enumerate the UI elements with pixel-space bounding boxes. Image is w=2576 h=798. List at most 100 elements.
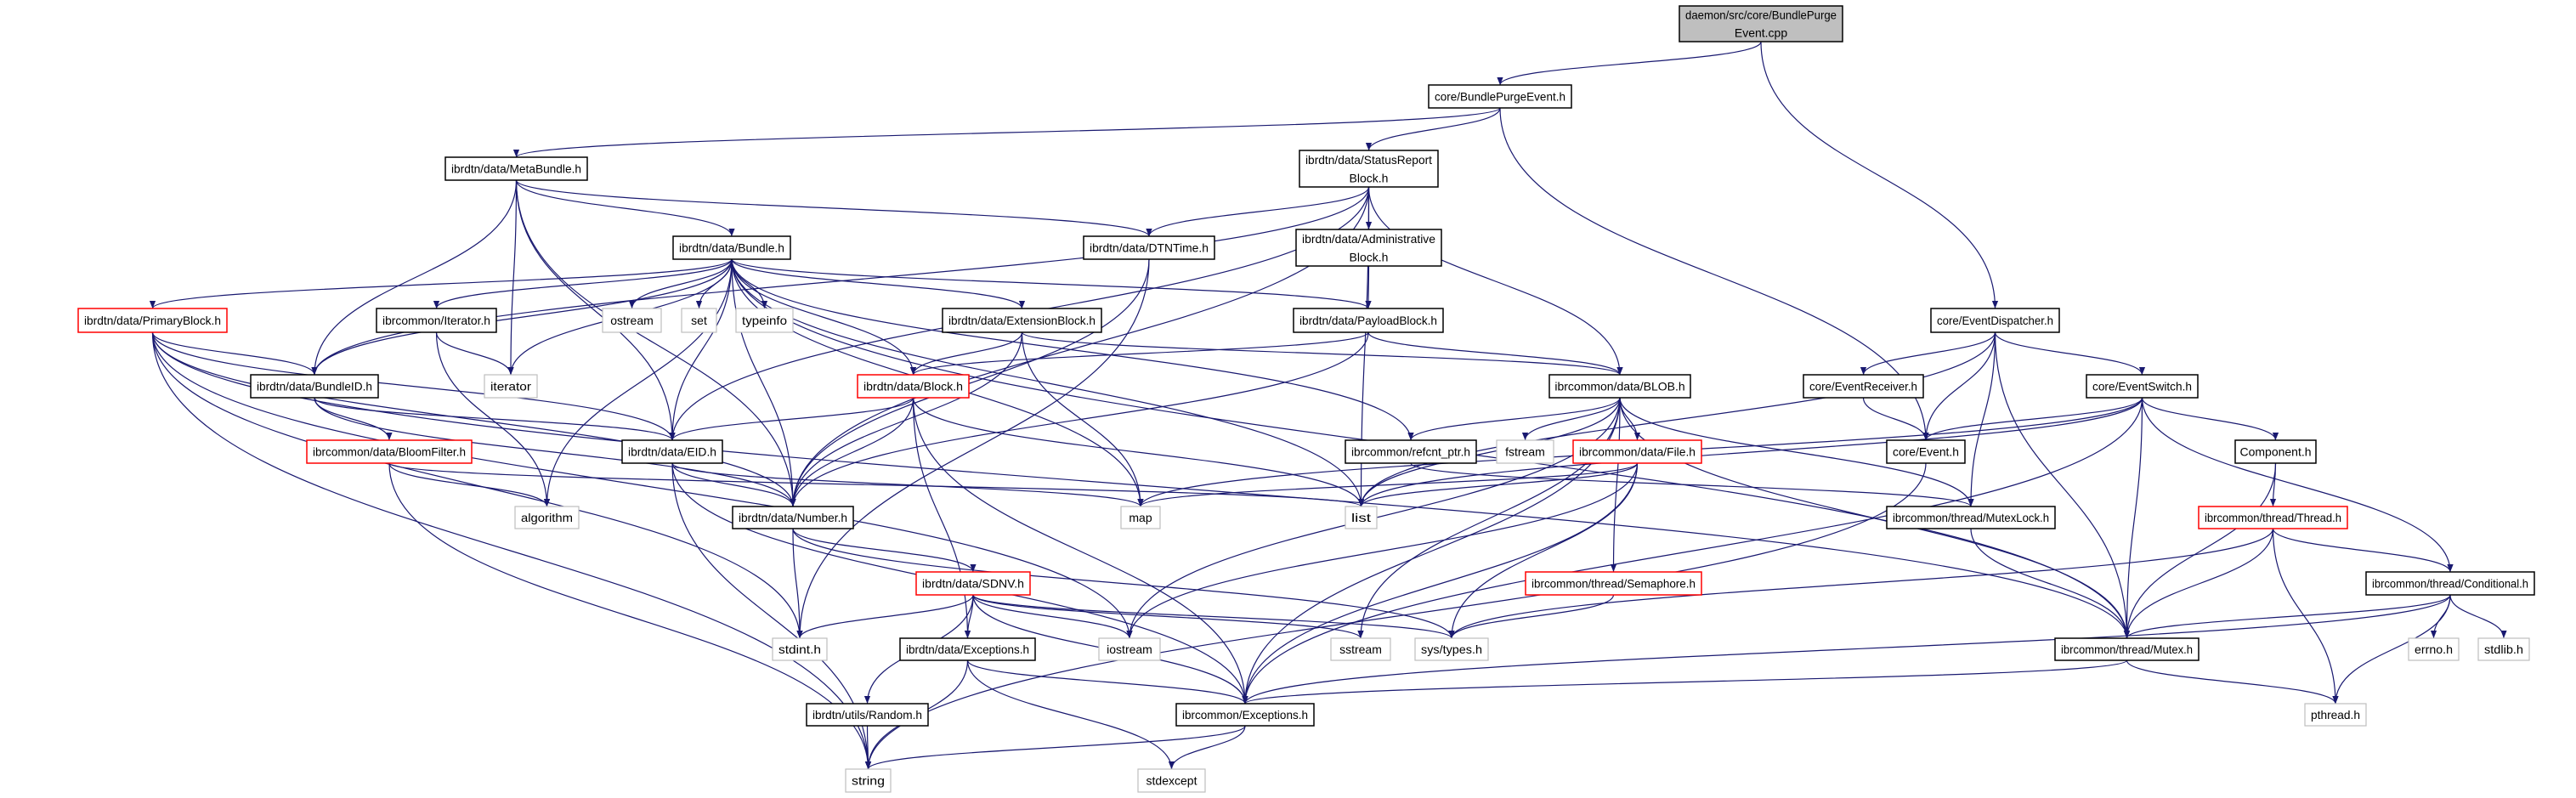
node-box [306,439,473,464]
edge-blob-to-mutexlock [1619,397,1974,507]
edge-file-to-systypes [1448,462,1639,639]
node-payload[interactable]: ibrdtn/data/PayloadBlock.h [1293,308,1444,333]
edge-block-to-list [912,397,1365,507]
node-event[interactable]: core/Event.h [1886,439,1966,464]
node-label: sstream [1339,642,1382,656]
edge-bundle-to-eid [669,258,733,441]
node-label: Component.h [2239,445,2311,459]
edge-dispatcher-to-list [1357,331,1996,507]
node-conditional[interactable]: ibrcommon/thread/Conditional.h [2365,571,2535,596]
node-random[interactable]: ibrdtn/utils/Random.h [806,703,929,727]
node-mutexlock[interactable]: ibrcommon/thread/MutexLock.h [1886,506,2056,529]
node-label: ibrdtn/data/Bundle.h [679,241,784,255]
edge-number-to-sdnv [792,528,977,573]
node-label: ibrdtn/data/SDNV.h [922,577,1024,591]
node-receiver[interactable]: core/EventReceiver.h [1803,374,1924,399]
node-box [732,506,854,529]
node-dexceptions[interactable]: ibrdtn/data/Exceptions.h [899,637,1036,661]
node-box [514,506,580,529]
node-box [2304,703,2367,727]
node-component[interactable]: Component.h [2234,439,2317,464]
node-label: set [691,314,707,327]
node-box [1930,308,2060,333]
edge-block-to-cexceptions [912,397,1248,705]
node-box [77,308,228,333]
edge-mutex-to-pthread [2126,659,2339,705]
edge-srb-to-dtntime [1146,186,1370,237]
node-label: ibrcommon/data/BloomFilter.h [313,445,466,459]
node-box [942,308,1102,333]
node-bundleid[interactable]: ibrdtn/data/BundleID.h [250,374,379,399]
node-thread[interactable]: ibrcommon/thread/Thread.h [2198,506,2348,529]
node-box [672,235,791,260]
edge-bpe-to-srb [1365,107,1501,151]
edge-dtntime-to-stdint [796,258,1150,639]
node-file[interactable]: ibrcommon/data/File.h [1572,439,1702,464]
edge-bundle-to-number [731,258,796,507]
node-typeinfo: typeinfo [735,308,794,333]
node-label: ibrcommon/thread/Semaphore.h [1531,577,1696,591]
node-label: ibrdtn/data/EID.h [628,445,716,459]
node-box [1572,439,1702,464]
node-refcnt[interactable]: ibrcommon/refcnt_ptr.h [1345,439,1477,464]
node-cexceptions[interactable]: ibrcommon/Exceptions.h [1175,703,1315,727]
node-semaphore[interactable]: ibrcommon/thread/Semaphore.h [1525,571,1702,596]
node-bpe[interactable]: core/BundlePurgeEvent.h [1428,84,1572,109]
edge-block-to-eid [669,397,914,441]
edge-primary-to-string [151,331,872,770]
edge-cexceptions-to-stdexcept [1168,725,1246,770]
node-switch[interactable]: core/EventSwitch.h [2086,374,2199,399]
edge-metabundle-to-bundleid [311,179,518,376]
edge-blob-to-file [1619,397,1641,441]
edge-number-to-systypes [792,528,1455,639]
edge-file-to-cexceptions [1242,462,1639,705]
node-label: ostream [610,314,654,327]
edge-root-to-dispatcher [1760,41,1999,309]
node-number[interactable]: ibrdtn/data/Number.h [732,506,854,529]
node-citerator[interactable]: ibrcommon/Iterator.h [376,308,497,333]
node-box [681,308,717,333]
node-box [1414,637,1489,661]
node-eid[interactable]: ibrdtn/data/EID.h [621,439,723,464]
edge-metabundle-to-eid [515,179,676,441]
edge-conditional-to-pthread [2332,594,2451,705]
node-bundle[interactable]: ibrdtn/data/Bundle.h [672,235,791,260]
node-mutex[interactable]: ibrcommon/thread/Mutex.h [2054,637,2200,661]
edge-primary-to-eid [151,331,676,441]
node-primary[interactable]: ibrdtn/data/PrimaryBlock.h [77,308,228,333]
edge-dtntime-to-number [790,258,1150,507]
node-bloom[interactable]: ibrcommon/data/BloomFilter.h [306,439,473,464]
node-ostream: ostream [602,308,662,333]
node-list: list [1345,506,1378,529]
node-metabundle[interactable]: ibrdtn/data/MetaBundle.h [444,156,588,181]
edge-switch-to-list [1358,397,2143,507]
edge-payload-to-blob [1367,331,1623,376]
node-block[interactable]: ibrdtn/data/Block.h [857,374,970,399]
node-blob[interactable]: ibrcommon/data/BLOB.h [1548,374,1691,399]
node-box [1120,506,1161,529]
node-sdnv[interactable]: ibrdtn/data/SDNV.h [915,571,1031,596]
node-root[interactable]: daemon/src/core/BundlePurgeEvent.cpp [1679,5,1843,42]
node-label: ibrdtn/data/PrimaryBlock.h [84,314,221,327]
node-iterator: iterator [484,374,538,399]
edge-eid-to-map [671,462,1144,507]
node-label: core/EventReceiver.h [1809,380,1917,393]
node-extblock[interactable]: ibrdtn/data/ExtensionBlock.h [942,308,1102,333]
edge-switch-to-event [1922,397,2143,441]
node-dispatcher[interactable]: core/EventDispatcher.h [1930,308,2060,333]
node-dtntime[interactable]: ibrdtn/data/DTNTime.h [1083,235,1215,260]
edge-block-to-number [790,397,914,507]
edge-bundle-to-payload [731,258,1372,309]
node-label: algorithm [521,511,573,524]
edge-component-to-mutex [2123,462,2277,639]
edge-blob-to-fstream [1521,397,1621,441]
node-label: stdlib.h [2484,642,2523,656]
node-set: set [681,308,717,333]
node-algorithm: algorithm [514,506,580,529]
edge-bundle-to-bundleid [311,258,733,376]
edge-dispatcher-to-mutexlock [1967,331,1996,507]
node-label: string [852,774,885,788]
